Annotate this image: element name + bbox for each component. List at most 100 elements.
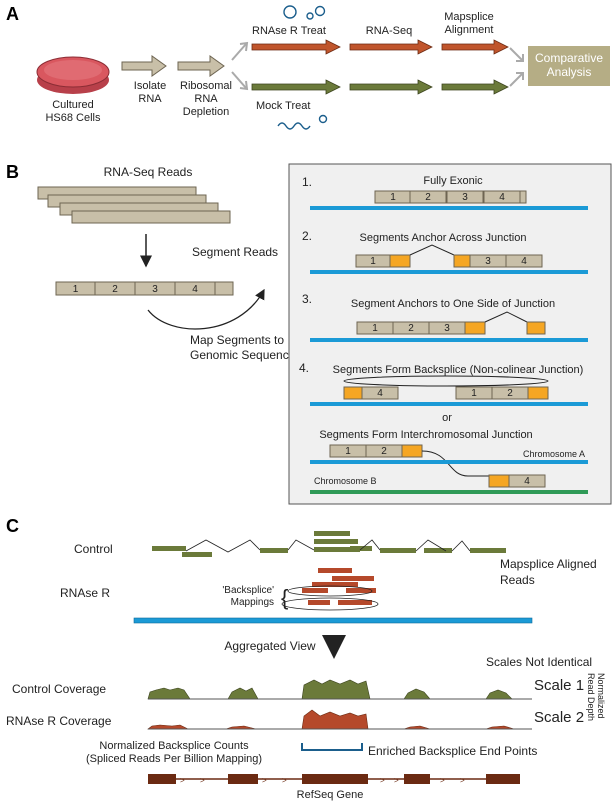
case-1-genome <box>310 206 588 210</box>
case1-seg-1-label: 1 <box>390 192 396 203</box>
junction-line <box>484 311 528 323</box>
case4-seg-b <box>527 386 549 400</box>
control-read-3 <box>260 548 288 553</box>
rnase-read-1 <box>318 568 352 573</box>
strand-chevron-icon: > <box>440 776 445 785</box>
control-read-5 <box>350 546 372 551</box>
case1-seg-2 <box>409 190 447 204</box>
circle-rna-icon <box>283 5 326 20</box>
brace-icon: { <box>281 585 288 610</box>
reads-title: RNA-Seq Reads <box>104 165 193 179</box>
case-2-genome <box>310 270 588 274</box>
strand-chevron-icon: > <box>200 776 205 785</box>
chrB-seg-4-label: 4 <box>524 476 530 487</box>
case2-seg-3-label: 3 <box>485 256 491 267</box>
case2-seg-1-label: 1 <box>370 256 376 267</box>
case-2-title: Segments Anchor Across Junction <box>360 232 527 244</box>
aggregated-label: Aggregated View <box>224 639 316 653</box>
interchrom-segments: 1 2 4 <box>329 444 546 488</box>
rnase-arrow-3 <box>441 39 509 55</box>
case1-seg-tail <box>519 190 527 204</box>
strand-chevron-icon: > <box>460 776 465 785</box>
refseq-exon-3 <box>302 774 368 784</box>
segment-3-label: 3 <box>152 284 158 295</box>
refseq-exon-5 <box>486 774 520 784</box>
linear-rna-icon <box>277 114 328 130</box>
control-read-1 <box>152 546 186 551</box>
chrB-seg-4 <box>508 474 546 488</box>
case4-seg-a <box>343 386 363 400</box>
refseq-exon-1 <box>148 774 176 784</box>
mock-treat-label: Mock Treat <box>256 100 310 112</box>
panel-c-letter: C <box>6 516 19 536</box>
case-3-number: 3. <box>302 292 312 306</box>
strand-chevron-icon: > <box>380 776 385 785</box>
chrA-seg-1-label: 1 <box>345 446 351 457</box>
chromosome-b-line <box>310 490 588 494</box>
rnase-arrow-2 <box>349 39 433 55</box>
rnase-read-2 <box>332 576 374 581</box>
case-3-title: Segment Anchors to One Side of Junction <box>351 298 555 310</box>
panel-b-letter: B <box>6 162 19 182</box>
refseq-gene-track: >>>>>>>> <box>148 774 520 785</box>
enriched-label: Enriched Backsplice End Points <box>368 744 537 758</box>
chrB-seg-3 <box>488 474 510 488</box>
segment-2-label: 2 <box>112 284 118 295</box>
case4-seg-2-label: 2 <box>507 388 513 399</box>
rnase-coverage-label: RNAse R Coverage <box>6 714 112 728</box>
chromosome-a-line <box>310 460 588 464</box>
mock-arrow-3 <box>441 79 509 95</box>
case-3-genome <box>310 338 588 342</box>
case4-seg-4 <box>361 386 399 400</box>
rnase-read-7 <box>338 600 372 605</box>
rnase-arrow-1 <box>251 39 341 55</box>
control-read-4 <box>314 547 360 552</box>
backsplice-loop-1 <box>287 585 373 597</box>
junction-line <box>409 244 455 256</box>
segment-reads-label: Segment Reads <box>192 245 278 259</box>
backsplice-mappings-label: 'Backsplice'Mappings <box>222 585 274 608</box>
normalized-counts-label: Normalized Backsplice Counts(Spliced Rea… <box>86 740 262 765</box>
refseq-label: RefSeq Gene <box>297 789 364 801</box>
depletion-arrow <box>177 55 225 77</box>
segment-4-label: 4 <box>192 284 198 295</box>
comparative-analysis-box <box>528 46 610 86</box>
panel-a-letter: A <box>6 4 19 24</box>
case-4-genome <box>310 402 588 406</box>
chromosome-a-label: Chromosome A <box>523 449 585 459</box>
rnase-reads <box>302 568 376 605</box>
backsplice-loop-2 <box>281 597 379 611</box>
chrA-seg-2-label: 2 <box>381 446 387 457</box>
scale-2-label: Scale 2 <box>534 709 584 726</box>
normalized-depth-label: NormalizedRead Depth <box>586 673 606 721</box>
control-splice-lines <box>185 539 471 553</box>
scale-1-label: Scale 1 <box>534 677 584 694</box>
chromosome-b-label: Chromosome B <box>314 476 377 486</box>
case-1-number: 1. <box>302 175 312 189</box>
interchrom-junction <box>421 450 490 477</box>
mock-arrow-1 <box>251 79 341 95</box>
control-read-2 <box>182 552 212 557</box>
refseq-exon-2 <box>228 774 258 784</box>
control-label: Control <box>74 542 113 556</box>
map-arrow <box>147 288 265 330</box>
rna-seq-label: RNA-Seq <box>366 25 412 37</box>
mock-arrow-2 <box>349 79 433 95</box>
rnase-read-3 <box>312 582 358 587</box>
case3-seg-3-label: 3 <box>444 323 450 334</box>
case-4-title: Segments Form Backsplice (Non-colinear J… <box>333 364 584 376</box>
rnase-read-4 <box>302 588 328 593</box>
